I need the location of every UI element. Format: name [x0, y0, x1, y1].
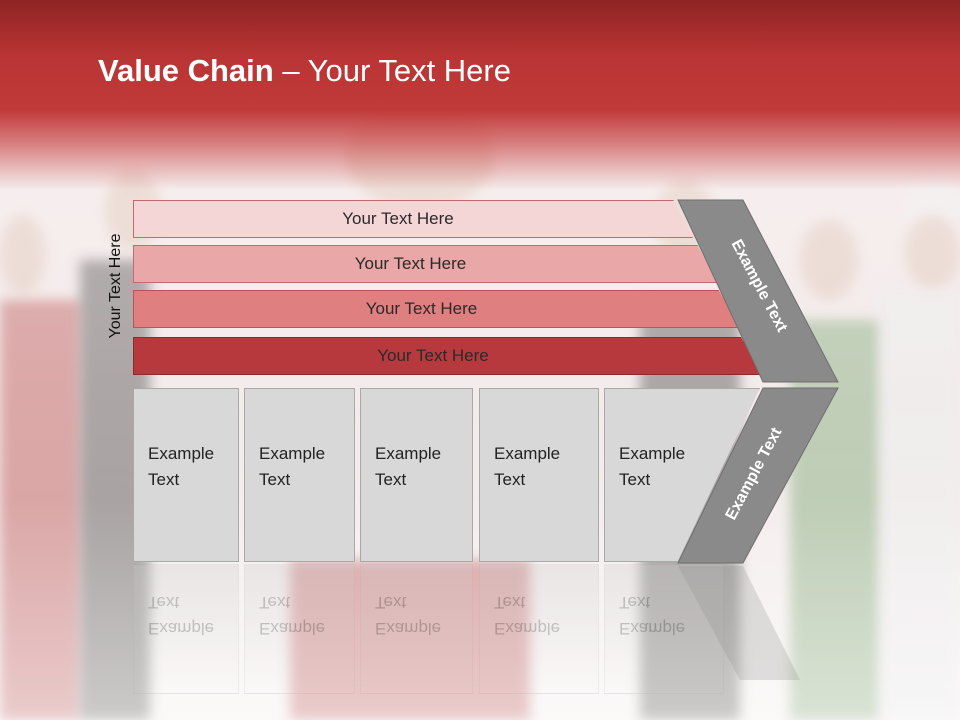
box-line: Text — [148, 470, 180, 489]
box-line: Text — [494, 470, 526, 489]
box-line: Text — [259, 470, 291, 489]
slide-title-bold: Value Chain — [98, 53, 274, 88]
box-line: Text — [375, 470, 407, 489]
support-row-label: Your Text Here — [342, 209, 454, 228]
support-row: Your Text Here — [133, 337, 763, 375]
support-row: Your Text Here — [133, 200, 693, 238]
slide-title-rest: – Your Text Here — [273, 53, 511, 88]
primary-activity-box: Example Text — [360, 388, 473, 562]
box-line: Text — [619, 470, 651, 489]
box-line: Example — [259, 444, 326, 463]
header-band — [0, 0, 960, 190]
box-line: Example — [375, 444, 442, 463]
primary-activity-box: Example Text — [244, 388, 355, 562]
primary-activity-box: Example Text — [133, 388, 239, 562]
support-row: Your Text Here — [133, 245, 718, 283]
support-row-label: Your Text Here — [365, 299, 478, 318]
slide-title: Value Chain – Your Text Here — [98, 53, 511, 89]
support-row-label: Your Text Here — [354, 254, 467, 273]
box-line: Example — [494, 444, 561, 463]
box-line: Example — [619, 444, 686, 463]
support-row: Your Text Here — [133, 290, 740, 328]
support-row-label: Your Text Here — [377, 346, 489, 365]
chevron-lower-reflection — [678, 566, 800, 680]
chevron-upper — [677, 199, 839, 383]
box-line: Example — [148, 444, 215, 463]
primary-activity-box: Example Text — [479, 388, 599, 562]
chevron-lower — [677, 387, 839, 564]
